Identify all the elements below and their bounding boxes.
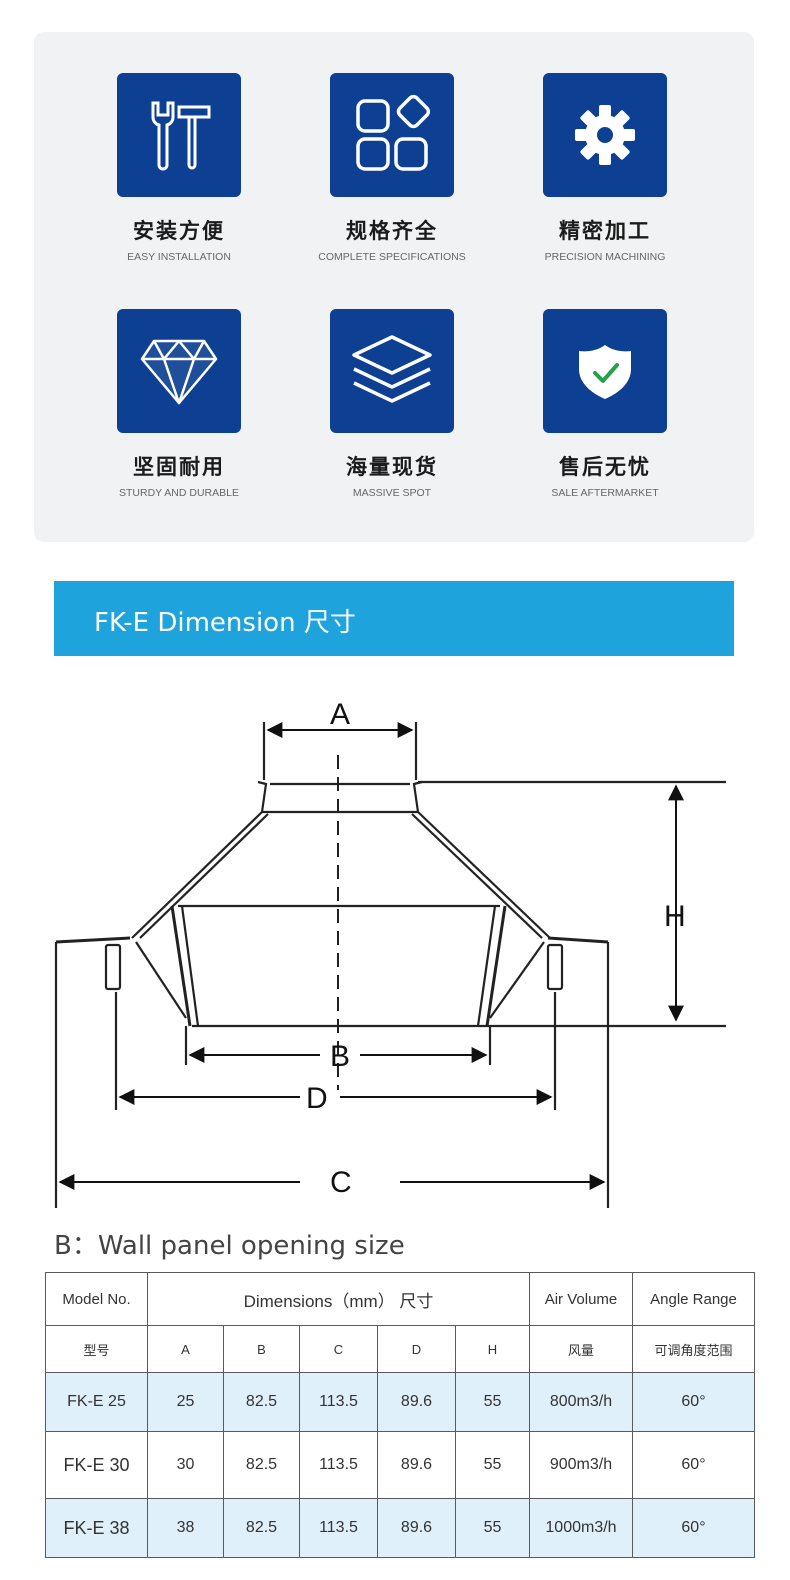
feature-tile: [330, 309, 454, 433]
shield-check-icon: [579, 345, 631, 399]
shapes-grid-icon: [356, 94, 431, 171]
cell-h: 55: [455, 1498, 530, 1558]
table-row: FK-E 38 38 82.5 113.5 89.6 55 1000m3/h 6…: [45, 1498, 755, 1558]
table-subheader-row: 型号 A B C D H 风量 可调角度范围: [45, 1325, 755, 1373]
feature-tile: [543, 73, 667, 197]
cell-air: 900m3/h: [529, 1431, 633, 1499]
cell-angle: 60°: [632, 1431, 755, 1499]
air-volume-header-cn: 风量: [529, 1325, 633, 1373]
model-header-cn: 型号: [45, 1325, 148, 1373]
cell-model: FK-E 25: [45, 1372, 148, 1432]
dim-label-a: A: [330, 698, 350, 731]
cell-model: FK-E 30: [45, 1431, 148, 1499]
feature-tile: [330, 73, 454, 197]
feature-tile: [117, 309, 241, 433]
feature-tile: [543, 309, 667, 433]
angle-range-header-cn: 可调角度范围: [632, 1325, 755, 1373]
cell-b: 82.5: [223, 1498, 300, 1558]
dim-label-b: B: [330, 1040, 350, 1073]
dim-label-c: C: [330, 1166, 352, 1199]
feature-massive-spot: 海量现货 MASSIVE SPOT: [292, 309, 492, 499]
cell-b: 82.5: [223, 1372, 300, 1432]
wrench-hammer-icon: [151, 101, 211, 171]
feature-subtitle: MASSIVE SPOT: [352, 487, 432, 499]
dimensions-header: Dimensions（mm） 尺寸: [147, 1272, 530, 1326]
dimension-diagram: A H B D C: [54, 698, 726, 1208]
col-h-header: H: [455, 1325, 530, 1373]
col-a-header: A: [147, 1325, 224, 1373]
cell-c: 113.5: [299, 1431, 378, 1499]
cell-angle: 60°: [632, 1498, 755, 1558]
feature-title: 售后无忧: [559, 455, 651, 479]
cell-a: 25: [147, 1372, 224, 1432]
cell-a: 30: [147, 1431, 224, 1499]
dim-label-d: D: [306, 1082, 328, 1115]
cell-h: 55: [455, 1372, 530, 1432]
dim-label-h: H: [664, 900, 686, 933]
feature-title: 坚固耐用: [133, 455, 225, 479]
spec-table: Model No. Dimensions（mm） 尺寸 Air Volume A…: [45, 1272, 755, 1558]
wall-opening-note: B：Wall panel opening size: [54, 1231, 405, 1261]
feature-sale-aftermarket: 售后无忧 SALE AFTERMARKET: [505, 309, 705, 499]
banner-title: FK-E Dimension 尺寸: [94, 608, 356, 638]
feature-title: 安装方便: [133, 219, 225, 243]
feature-title: 规格齐全: [346, 219, 438, 243]
cell-d: 89.6: [377, 1431, 456, 1499]
cell-air: 800m3/h: [529, 1372, 633, 1432]
feature-sturdy-durable: 坚固耐用 STURDY AND DURABLE: [79, 309, 279, 499]
cell-d: 89.6: [377, 1372, 456, 1432]
layers-icon: [352, 335, 432, 403]
feature-title: 精密加工: [559, 219, 651, 243]
gear-icon: [575, 105, 635, 165]
table-row: FK-E 30 30 82.5 113.5 89.6 55 900m3/h 60…: [45, 1431, 755, 1499]
feature-subtitle: COMPLETE SPECIFICATIONS: [318, 251, 466, 263]
feature-subtitle: SALE AFTERMARKET: [551, 487, 659, 499]
feature-title: 海量现货: [346, 455, 438, 479]
cell-a: 38: [147, 1498, 224, 1558]
feature-precision-machining: 精密加工 PRECISION MACHINING: [505, 73, 705, 263]
diamond-icon: [140, 339, 218, 405]
cell-b: 82.5: [223, 1431, 300, 1499]
features-panel: 安装方便 EASY INSTALLATION 规格齐全 COMPLETE SPE…: [34, 32, 754, 542]
angle-range-header: Angle Range: [632, 1272, 755, 1326]
feature-subtitle: EASY INSTALLATION: [127, 251, 231, 263]
cell-d: 89.6: [377, 1498, 456, 1558]
dimension-banner: FK-E Dimension 尺寸: [54, 581, 734, 656]
col-d-header: D: [377, 1325, 456, 1373]
air-volume-header: Air Volume: [529, 1272, 633, 1326]
feature-complete-specifications: 规格齐全 COMPLETE SPECIFICATIONS: [292, 73, 492, 263]
table-row: FK-E 25 25 82.5 113.5 89.6 55 800m3/h 60…: [45, 1372, 755, 1432]
table-header-row: Model No. Dimensions（mm） 尺寸 Air Volume A…: [45, 1272, 755, 1326]
col-b-header: B: [223, 1325, 300, 1373]
feature-easy-installation: 安装方便 EASY INSTALLATION: [79, 73, 279, 263]
cell-air: 1000m3/h: [529, 1498, 633, 1558]
cell-c: 113.5: [299, 1498, 378, 1558]
cell-c: 113.5: [299, 1372, 378, 1432]
feature-subtitle: PRECISION MACHINING: [544, 251, 666, 263]
model-header: Model No.: [45, 1272, 148, 1326]
top-collar: [257, 780, 423, 814]
feature-tile: [117, 73, 241, 197]
cell-h: 55: [455, 1431, 530, 1499]
col-c-header: C: [299, 1325, 378, 1373]
cell-model: FK-E 38: [45, 1498, 148, 1558]
cell-angle: 60°: [632, 1372, 755, 1432]
feature-subtitle: STURDY AND DURABLE: [118, 487, 239, 499]
